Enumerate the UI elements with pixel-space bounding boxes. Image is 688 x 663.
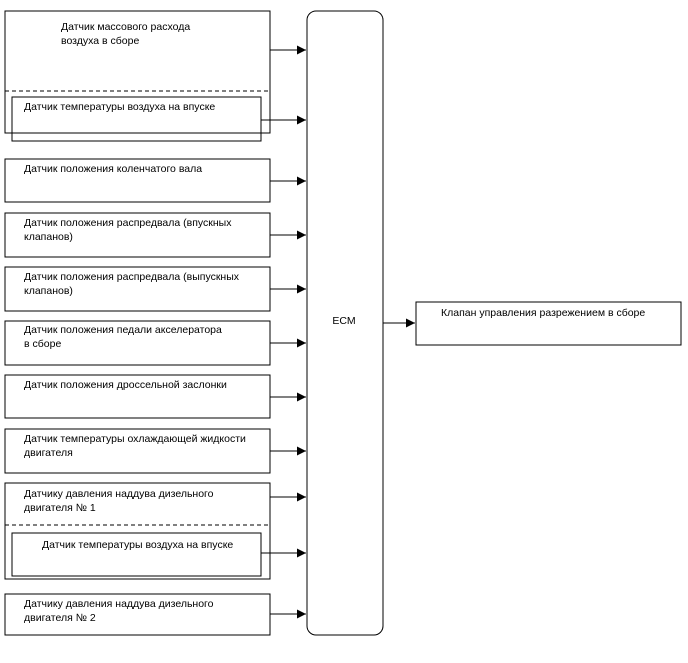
input-label-maf-line-1: Датчик массового расхода xyxy=(61,21,190,33)
input-label-boost2-line-1: Датчику давления наддува дизельного xyxy=(24,598,214,610)
input-label-cmp-exhaust-line-2: клапанов) xyxy=(24,285,73,297)
input-label-iat2-line-1: Датчик температуры воздуха на впуске xyxy=(42,539,233,551)
input-label-ect-line-1: Датчик температуры охлаждающей жидкости xyxy=(24,433,246,445)
input-box-iat1 xyxy=(11,96,262,142)
input-box-maf xyxy=(4,10,271,134)
input-label-cmp-intake-line-1: Датчик положения распредвала (впускных xyxy=(24,217,232,229)
input-box-boost1 xyxy=(4,482,271,580)
input-label-app-line-2: в сборе xyxy=(24,338,61,350)
output-label-vacuum-valve-line-1: Клапан управления разрежением в сборе xyxy=(441,307,645,319)
input-label-cmp-exhaust-line-1: Датчик положения распредвала (выпускных xyxy=(24,271,240,283)
input-label-cmp-intake-line-2: клапанов) xyxy=(24,231,73,243)
ecm-label: ECM xyxy=(332,315,355,327)
input-label-ckp-line-1: Датчик положения коленчатого вала xyxy=(24,163,202,175)
input-label-tps-line-1: Датчик положения дроссельной заслонки xyxy=(24,379,227,391)
input-label-iat1-line-1: Датчик температуры воздуха на впуске xyxy=(24,101,215,113)
input-label-app-line-1: Датчик положения педали акселератора xyxy=(24,324,222,336)
input-label-boost2-line-2: двигателя № 2 xyxy=(24,612,96,624)
input-label-boost1-line-2: двигателя № 1 xyxy=(24,502,96,514)
input-label-maf-line-2: воздуха в сборе xyxy=(61,35,139,47)
output-box-vacuum-valve xyxy=(415,301,682,346)
input-box-iat2 xyxy=(11,532,262,577)
input-label-boost1-line-1: Датчику давления наддува дизельного xyxy=(24,488,214,500)
input-label-ect-line-2: двигателя xyxy=(24,447,73,459)
